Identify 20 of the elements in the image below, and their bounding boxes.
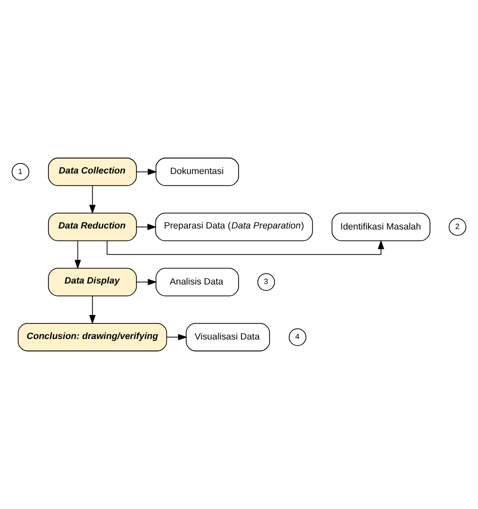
node-box: Data Reduction (48, 212, 137, 242)
node-circle: 1 (12, 163, 30, 181)
node-box: Data Display (48, 268, 137, 296)
node-circle: 3 (257, 273, 275, 291)
arrow (166, 334, 188, 340)
node-box: Data Collection (48, 158, 137, 186)
arrow (89, 296, 96, 324)
arrow (136, 224, 157, 230)
arrow (136, 168, 157, 176)
node-circle: 2 (448, 218, 466, 236)
arrow (74, 240, 81, 270)
node-box: Preparasi Data (Data Preparation) (155, 212, 313, 242)
arrow (89, 185, 96, 214)
arrow (136, 278, 157, 286)
node-circle: 4 (288, 328, 306, 346)
node-box: Identifikasi Masalah (332, 212, 430, 242)
node-box: Analisis Data (156, 268, 239, 296)
node-box: Dokumentasi (156, 158, 239, 186)
node-box: Conclusion: drawing/verifying (18, 323, 168, 352)
node-box: Visualisasi Data (186, 323, 270, 352)
